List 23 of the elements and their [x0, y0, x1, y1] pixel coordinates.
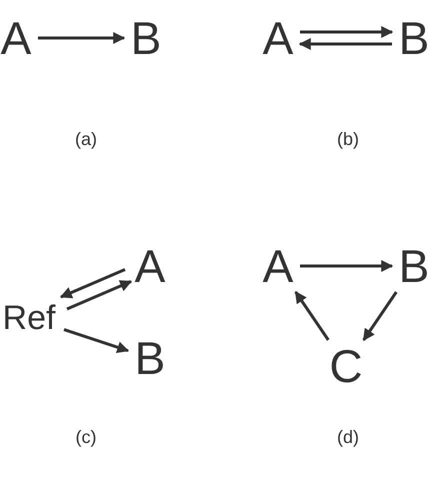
- node-letter: C: [330, 344, 362, 388]
- node-letter: B: [398, 16, 430, 60]
- node-letter: B: [134, 336, 166, 380]
- panel-label: (d): [336, 428, 360, 446]
- node-letter: Ref: [0, 300, 58, 336]
- node-letter: A: [262, 16, 294, 60]
- arrow: [60, 268, 126, 298]
- arrow: [294, 291, 330, 341]
- panel-label: (c): [74, 428, 98, 446]
- arrow: [298, 38, 392, 50]
- node-letter: A: [0, 16, 32, 60]
- arrow: [38, 32, 126, 44]
- node-letter: B: [130, 16, 162, 60]
- node-letter: B: [398, 244, 430, 288]
- panel-label: (b): [336, 130, 360, 148]
- arrow: [300, 260, 394, 272]
- node-letter: A: [262, 244, 294, 288]
- arrow: [300, 26, 394, 38]
- node-letter: A: [134, 244, 166, 288]
- arrow: [66, 280, 132, 310]
- panel-label: (a): [74, 130, 98, 148]
- arrow: [64, 328, 130, 354]
- arrow: [362, 291, 398, 341]
